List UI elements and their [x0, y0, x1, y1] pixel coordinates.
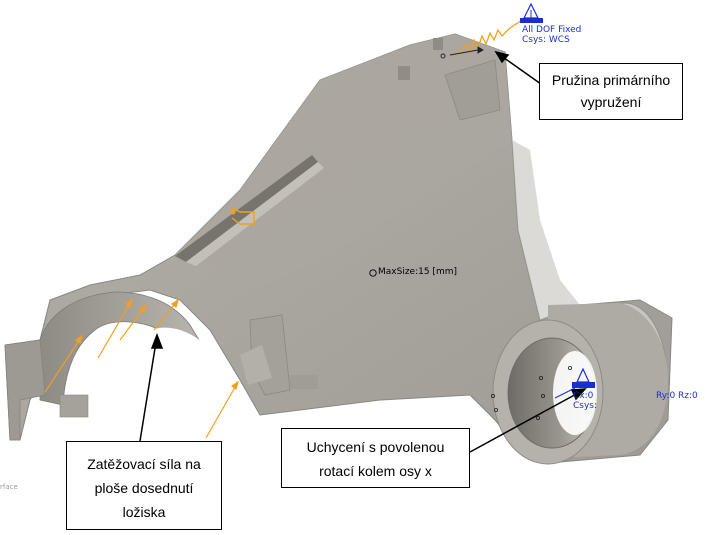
load-callout-line-2: ploše dosednutí: [94, 480, 194, 496]
frame-right-arm: [512, 140, 580, 320]
triangle-constraint-icon: [520, 2, 543, 23]
pin-constraint-line-2: Csys:: [573, 401, 598, 411]
bearing-load-arrows: [44, 298, 240, 439]
mesh-size-label: MaxSize:15 [mm]: [378, 267, 457, 277]
load-arrow-head: [170, 298, 180, 309]
load-arrow-head: [124, 298, 134, 309]
pin-rotation-label: Ry:0 Rz:0: [656, 391, 698, 401]
lug-left: [4, 339, 46, 441]
load-leader: [139, 341, 157, 442]
bogie-frame-part[interactable]: [4, 33, 673, 465]
frame-pocket-2: [444, 59, 501, 121]
frame-pocket-3: [433, 38, 443, 50]
fixed-constraint-line-1: All DOF Fixed: [522, 25, 582, 35]
pin-constraint-line-1: Cx:0: [573, 391, 594, 401]
support-callout: Uchycení s povolenou rotací kolem osy x: [281, 428, 470, 488]
bore-node-markers: [490, 365, 573, 420]
spring-callout-line-1: Pružina primárního: [551, 72, 671, 88]
pin-constraint-label: Cx:0 Csys:: [573, 391, 597, 411]
load-arrow-icon: [97, 299, 133, 359]
spring-callout: Pružina primárního vypružení: [539, 63, 683, 120]
lug-center-3: [290, 375, 318, 389]
load-arrow-icon: [205, 381, 239, 439]
spring-end-marker: [440, 46, 484, 59]
load-callout: Zatěžovací síla na ploše dosednutí ložis…: [66, 441, 222, 530]
frame-rib: [175, 155, 318, 262]
spring-callout-line-2: vypružení: [580, 94, 642, 110]
load-arrow-head: [138, 303, 148, 314]
frame-pocket-1: [398, 66, 410, 80]
fixed-constraint-line-2: Csys: WCS: [522, 35, 570, 45]
edge-surface-label: rface: [0, 483, 18, 491]
frame-upper-slab: [175, 34, 512, 290]
mesh-control-icon: [369, 269, 377, 277]
bearing-opening: [95, 327, 242, 420]
load-tag-icon: [230, 207, 255, 225]
callout-leaders: [139, 50, 587, 453]
load-arrow-head: [74, 334, 84, 345]
spring-icon: [454, 19, 523, 56]
fixed-constraint-label: All DOF Fixed Csys: WCS: [522, 25, 581, 45]
support-leader: [469, 391, 581, 453]
frame-rib-highlight: [186, 162, 324, 266]
load-callout-line-3: ložiska: [122, 504, 166, 520]
support-callout-line-2: rotací kolem osy x: [319, 463, 432, 479]
support-callout-line-1: Uchycení s povolenou: [306, 439, 445, 455]
lug-left-block: [59, 394, 89, 418]
load-callout-line-1: Zatěžovací síla na: [87, 456, 201, 472]
lug-center-2: [240, 345, 272, 385]
load-arrow-icon: [44, 335, 83, 393]
load-arrow-head: [230, 380, 240, 391]
